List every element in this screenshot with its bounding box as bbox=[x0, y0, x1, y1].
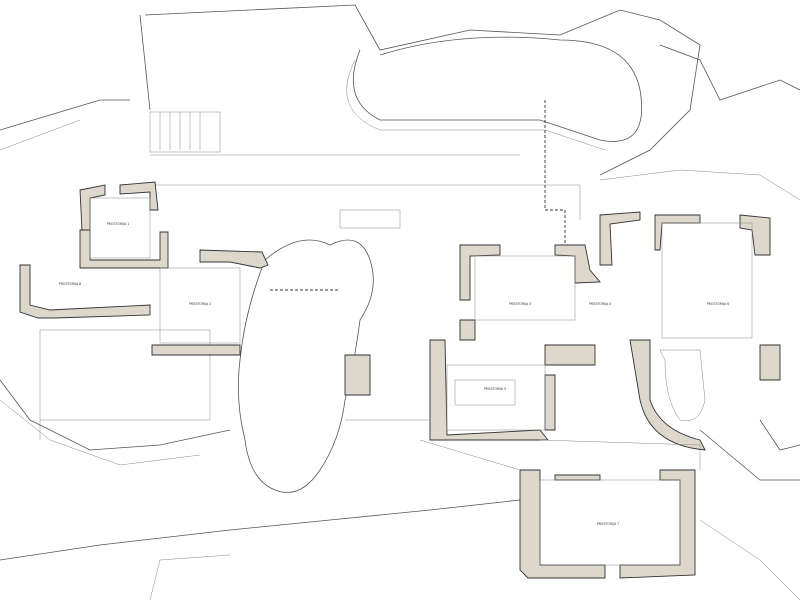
room-label: PROSTORIJA 8 bbox=[59, 282, 81, 286]
room-label: PROSTORIJA 6 bbox=[707, 302, 729, 306]
room-labels: PROSTORIJA 1 PROSTORIJA 2 PROSTORIJA 3 P… bbox=[59, 222, 729, 526]
room-label: PROSTORIJA 1 bbox=[107, 222, 129, 226]
walls bbox=[19, 181, 781, 579]
room-label: PROSTORIJA 3 bbox=[509, 302, 531, 306]
garden-area bbox=[237, 239, 374, 493]
room-label: PROSTORIJA 4 bbox=[589, 302, 611, 306]
room-label: PROSTORIJA 2 bbox=[189, 302, 211, 306]
site-outlines bbox=[0, 4, 800, 600]
room-label: PROSTORIJA 7 bbox=[597, 522, 619, 526]
room-outlines bbox=[89, 197, 753, 566]
stairs-top bbox=[149, 111, 221, 153]
room-label: PROSTORIJA 5 bbox=[484, 387, 506, 391]
